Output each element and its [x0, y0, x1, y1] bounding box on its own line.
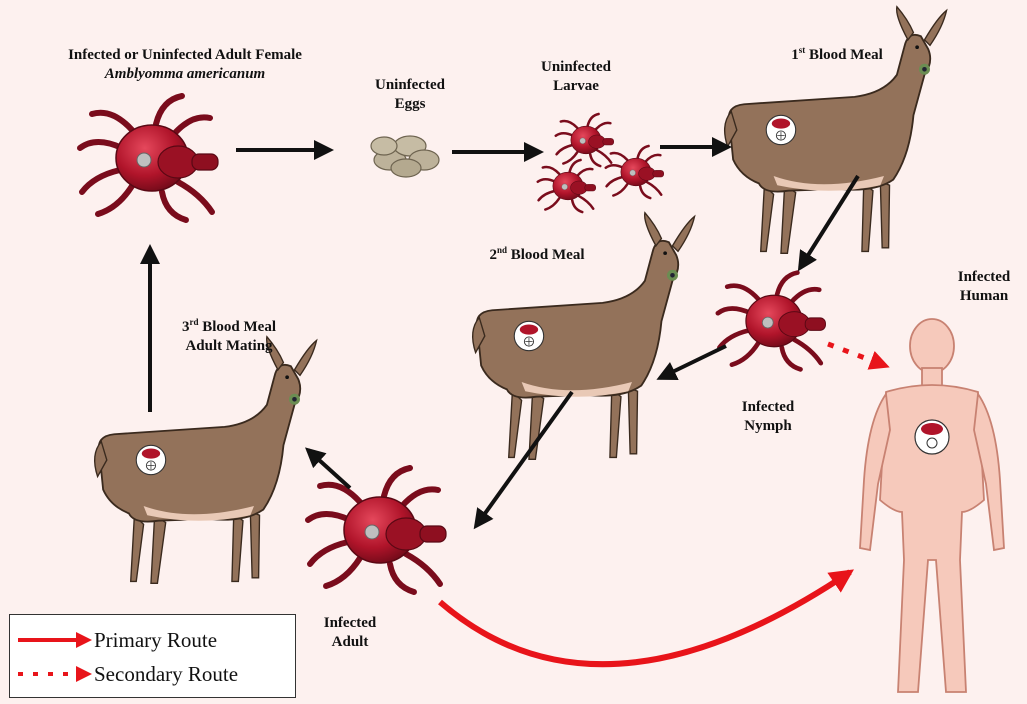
infected-adult-tick [308, 468, 446, 592]
adult-female-tick [80, 96, 218, 220]
label-infected-human: Infected Human [944, 268, 1024, 306]
legend-primary-text: Primary Route [94, 625, 217, 655]
label-infected-adult: Infected Adult [300, 614, 400, 652]
legend-secondary-swatch [10, 659, 94, 689]
deer-first-meal [725, 7, 947, 254]
label-eggs: Uninfected Eggs [350, 76, 470, 114]
larvae-group [538, 114, 664, 212]
label-second-meal: 2nd Blood Meal [462, 246, 612, 265]
legend-primary-swatch [10, 625, 94, 655]
label-third-meal: 3rd Blood Meal Adult Mating [164, 318, 294, 356]
label-first-meal: 1st Blood Meal [762, 46, 912, 65]
primary-route-arrow [440, 572, 850, 664]
eggs-cluster [371, 136, 439, 177]
nymph-tick [718, 273, 826, 370]
label-adult-female: Infected or Uninfected Adult Female Ambl… [20, 46, 350, 84]
legend-secondary: Secondary Route [10, 659, 295, 689]
deer-third-meal [95, 337, 317, 584]
label-larvae: Uninfected Larvae [516, 58, 636, 96]
legend-secondary-text: Secondary Route [94, 659, 238, 689]
label-nymph: Infected Nymph [718, 398, 818, 436]
legend: Primary Route Secondary Route [9, 614, 296, 698]
human-figure [860, 319, 1004, 692]
legend-primary: Primary Route [10, 625, 295, 655]
secondary-route-arrow [828, 344, 886, 366]
